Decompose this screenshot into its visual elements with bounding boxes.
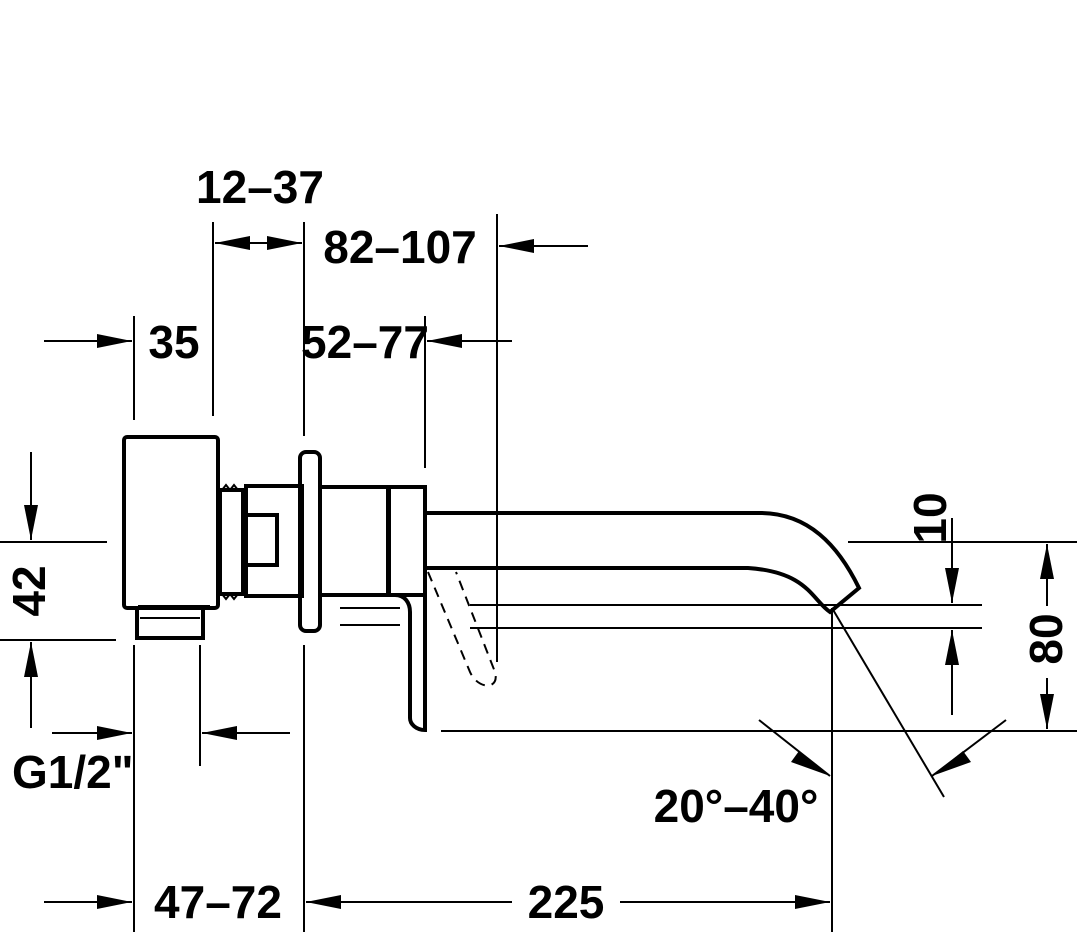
faucet-outline [122, 435, 862, 733]
dim-42: 42 [3, 565, 55, 616]
dim-47-72: 47–72 [154, 876, 282, 928]
dim-12-37: 12–37 [196, 161, 324, 213]
inlet-connector [135, 608, 205, 640]
dim-35: 35 [148, 316, 199, 368]
dim-10: 10 [904, 492, 956, 543]
dim-80: 80 [1020, 613, 1072, 664]
dim-225: 225 [528, 876, 605, 928]
handle-hub [387, 485, 427, 597]
lever-handle [394, 582, 427, 733]
threaded-section [218, 488, 245, 596]
lever-alt-position [427, 571, 497, 687]
dimension-lines [24, 236, 1054, 909]
dim-82-107: 82–107 [323, 221, 477, 273]
dim-angle: 20°–40° [654, 780, 819, 832]
extension-lines [0, 214, 1077, 932]
mixer-body [122, 435, 220, 610]
coupling [242, 513, 279, 567]
spout [425, 511, 862, 615]
dim-52-77: 52–77 [301, 316, 429, 368]
dim-g1-2: G1/2" [12, 746, 134, 798]
dimension-labels: 12–37 82–107 35 52–77 42 G1/2" 10 80 20°… [3, 161, 1072, 928]
